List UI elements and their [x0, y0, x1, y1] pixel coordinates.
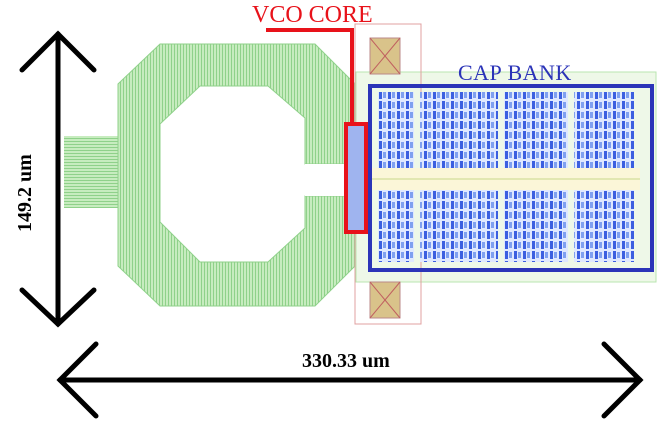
- inductor: [64, 43, 356, 307]
- height-dimension-label: 149.2 um: [14, 154, 36, 232]
- cap-cell: [378, 190, 414, 262]
- cap-cell: [504, 190, 568, 262]
- cap-cell: [574, 92, 634, 168]
- width-dimension-label: 330.33 um: [302, 350, 390, 372]
- vco-core: [266, 28, 368, 234]
- cap-cell: [420, 92, 498, 168]
- bias-pads: [354, 23, 422, 325]
- cap-cell: [378, 92, 414, 168]
- cap-cell: [504, 92, 568, 168]
- vco-core-box: [344, 122, 368, 234]
- inductor-feed: [64, 136, 120, 208]
- height-arrow: [19, 30, 97, 328]
- cap-bank-cells: [372, 92, 640, 262]
- cap-cell: [574, 190, 634, 262]
- vco-leader-line: [266, 28, 354, 124]
- cap-cell: [420, 190, 498, 262]
- vco-core-label: VCO CORE: [252, 2, 373, 28]
- cap-bank-label: CAP BANK: [458, 60, 572, 85]
- cap-bank-box: [368, 84, 654, 272]
- width-arrow: [56, 341, 644, 419]
